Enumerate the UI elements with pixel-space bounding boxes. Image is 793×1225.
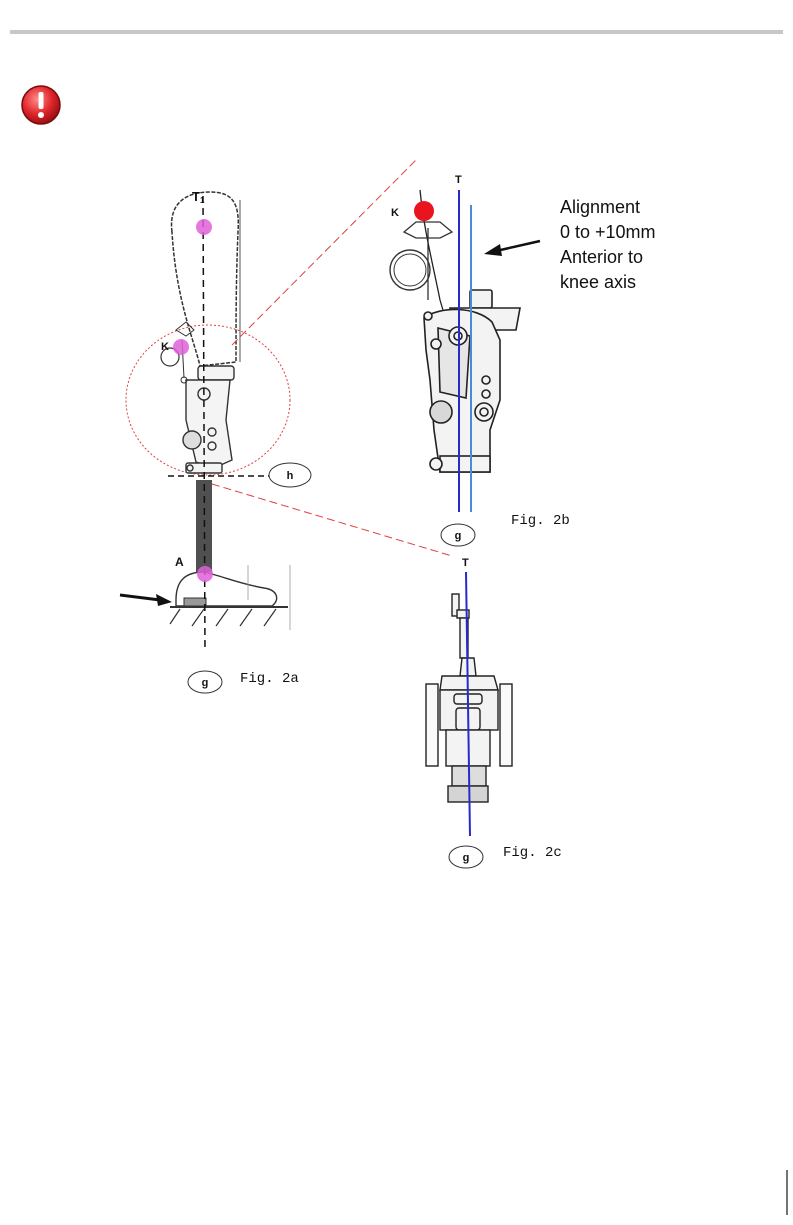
fig2c-label-t: T [462,557,469,569]
fig-2b: K T g Fig. 2b [390,174,570,546]
fig2a-label-g: g [202,677,209,689]
alignment-note: Alignment 0 to +10mm Anterior to knee ax… [560,195,690,295]
note-line-1: Alignment [560,195,690,220]
fig2a-caption: Fig. 2a [240,671,299,687]
svg-text:T1: T1 [192,189,205,205]
fig2a-label-t-sub: 1 [200,196,205,205]
fig2a-label-a: A [175,555,184,569]
fig-2a: T1 K A h g Fig. 2a [120,189,311,693]
note-line-4: knee axis [560,270,690,295]
fig2c-label-g: g [463,852,470,864]
note-line-3: Anterior to [560,245,690,270]
fig-2c: T g Fig. 2c [426,557,562,868]
fig2b-label-t: T [455,174,462,186]
heel-arrow [120,594,172,606]
zoom-line-bottom [212,484,452,556]
fig2b-label-k: K [391,207,399,219]
fig2c-caption: Fig. 2c [503,845,562,861]
fig2a-label-k: K [161,341,169,353]
alignment-arrow [484,241,540,256]
fig2a-label-t: T [192,189,200,204]
knee-mechanism [183,366,234,473]
fig2b-k-marker [414,201,434,221]
note-line-2: 0 to +10mm [560,220,690,245]
fig2b-label-g: g [455,530,462,542]
zoom-line-top [232,158,418,345]
k-marker [173,339,189,355]
fig2b-caption: Fig. 2b [511,513,570,529]
t1-marker [196,219,212,235]
fig2a-label-h: h [287,470,294,482]
a-marker [197,566,213,582]
